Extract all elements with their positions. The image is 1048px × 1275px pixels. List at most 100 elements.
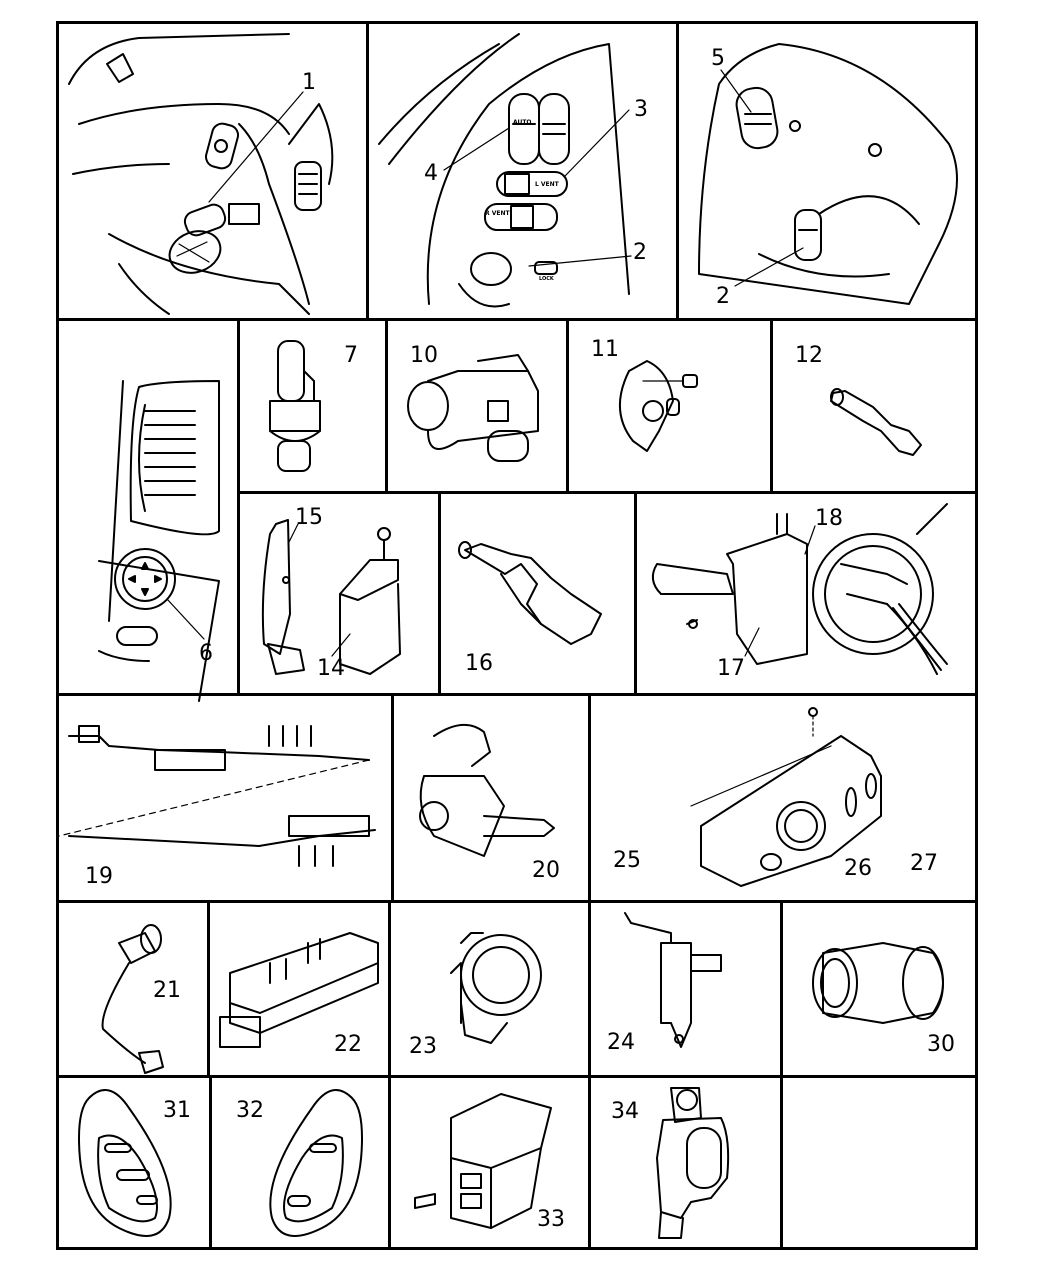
callout-26: 26 (844, 856, 872, 881)
cell-part-34: 34 (591, 1078, 780, 1250)
r-vent-label: R VENT (485, 210, 510, 217)
door-trim-illustration (698, 43, 958, 305)
callout-6: 6 (199, 641, 213, 666)
cell-door-panel: 1 (59, 24, 366, 318)
cell-part-20: 20 (394, 696, 588, 900)
relay-switch-illustration (414, 1093, 552, 1229)
callout-24: 24 (607, 1030, 635, 1055)
callout-31: 31 (163, 1098, 191, 1123)
leader-line-6 (166, 598, 205, 640)
cell-part-11: 11 (569, 321, 770, 491)
row-divider-3 (56, 693, 978, 696)
callout-27: 27 (910, 851, 938, 876)
col-divider-r2d (770, 318, 773, 491)
col-divider-r3b (588, 693, 591, 900)
row-divider-1 (56, 318, 978, 321)
door-jamb-switch-illustration (407, 354, 539, 462)
pressure-switch-illustration (269, 340, 321, 472)
callout-18: 18 (815, 506, 843, 531)
mirror-control-illustration (98, 380, 220, 702)
callout-34: 34 (611, 1099, 639, 1124)
callout-23: 23 (409, 1034, 437, 1059)
callout-15: 15 (295, 505, 323, 530)
ignition-switch-illustration (618, 360, 698, 452)
switch-sensor-illustration (458, 541, 602, 645)
cell-part-12: 12 (773, 321, 975, 491)
col-divider-r2f (634, 491, 637, 693)
callout-20: 20 (532, 858, 560, 883)
col-divider-r1b (676, 21, 679, 318)
cell-part-16: 16 (441, 494, 634, 693)
auto-label: AUTO (513, 119, 532, 126)
leader-lines-14-15 (287, 523, 351, 657)
callout-25: 25 (613, 848, 641, 873)
callout-22: 22 (334, 1032, 362, 1057)
cell-part-14-15: 15 14 (240, 494, 438, 693)
brake-switch-illustration (261, 519, 401, 675)
callout-2: 2 (633, 240, 647, 265)
callout-17: 17 (717, 656, 745, 681)
leader-lines-5-2 (720, 69, 804, 287)
cell-part-33: 33 (391, 1078, 588, 1250)
l-vent-label: L VENT (535, 181, 559, 188)
callout-5: 5 (711, 46, 725, 71)
cell-part-19: 19 (58, 696, 391, 900)
callout-30: 30 (927, 1032, 955, 1057)
col-divider-r2c (566, 318, 569, 491)
cell-mirror-control: 6 (59, 321, 237, 702)
steering-wheel-switch-right-illustration (269, 1089, 363, 1237)
cell-part-31: 31 (59, 1078, 209, 1250)
callout-19: 19 (85, 864, 113, 889)
callout-21: 21 (153, 978, 181, 1003)
cell-part-24: 24 (591, 903, 780, 1075)
bracket-switch-illustration (624, 912, 722, 1048)
cell-door-trim: 5 2 (679, 24, 975, 318)
lock-label: LOCK (539, 276, 554, 282)
pigtail-connector-illustration (101, 924, 164, 1074)
callout-16: 16 (465, 651, 493, 676)
col-divider-r2e (438, 491, 441, 693)
cell-part-23: 23 (391, 903, 588, 1075)
vacuum-switch-illustration (419, 724, 555, 857)
cell-part-25-26-27: 25 26 27 (591, 696, 975, 900)
callout-12: 12 (795, 343, 823, 368)
row-divider-2a (237, 491, 978, 494)
leader-lines-17-18 (744, 525, 816, 657)
col-divider-r2a (237, 318, 240, 693)
cell-part-7: 7 (240, 321, 385, 491)
callout-2b: 2 (716, 284, 730, 309)
door-panel-illustration (68, 33, 334, 315)
multifunction-switch-illustration (651, 503, 948, 675)
cell-part-30: 30 (783, 903, 975, 1075)
callout-3: 3 (634, 97, 648, 122)
rotary-switch-illustration (450, 932, 542, 1044)
seat-heat-switch-illustration (656, 1087, 730, 1239)
row-divider-4 (56, 900, 978, 903)
row-divider-5 (56, 1075, 978, 1078)
sensor-illustration (830, 388, 922, 456)
headlamp-switch-illustration (690, 707, 882, 887)
col-divider-r2b (385, 318, 388, 491)
cell-part-10: 10 (388, 321, 566, 491)
cell-empty (783, 1078, 975, 1250)
callout-14: 14 (317, 656, 345, 681)
col-divider-r3a (391, 693, 394, 900)
col-divider-r5a (209, 1075, 212, 1250)
callout-11: 11 (591, 337, 619, 362)
callout-33: 33 (537, 1207, 565, 1232)
callout-1: 1 (302, 70, 316, 95)
cell-part-22: 22 (210, 903, 388, 1075)
round-sensor-illustration (812, 942, 944, 1024)
callout-7: 7 (344, 343, 358, 368)
leader-lines-2-3-4 (443, 109, 632, 267)
cell-part-21: 21 (59, 903, 207, 1075)
wiring-harness-illustration (58, 725, 376, 867)
steering-wheel-switch-left-illustration (78, 1089, 172, 1237)
diagram-frame (56, 21, 978, 1250)
col-divider-r4a (207, 900, 210, 1075)
seat-switch-illustration (219, 932, 379, 1048)
cell-part-32: 32 (212, 1078, 388, 1250)
callout-10: 10 (410, 343, 438, 368)
cell-part-17-18: 18 17 (637, 494, 975, 693)
col-divider-r1a (366, 21, 369, 318)
